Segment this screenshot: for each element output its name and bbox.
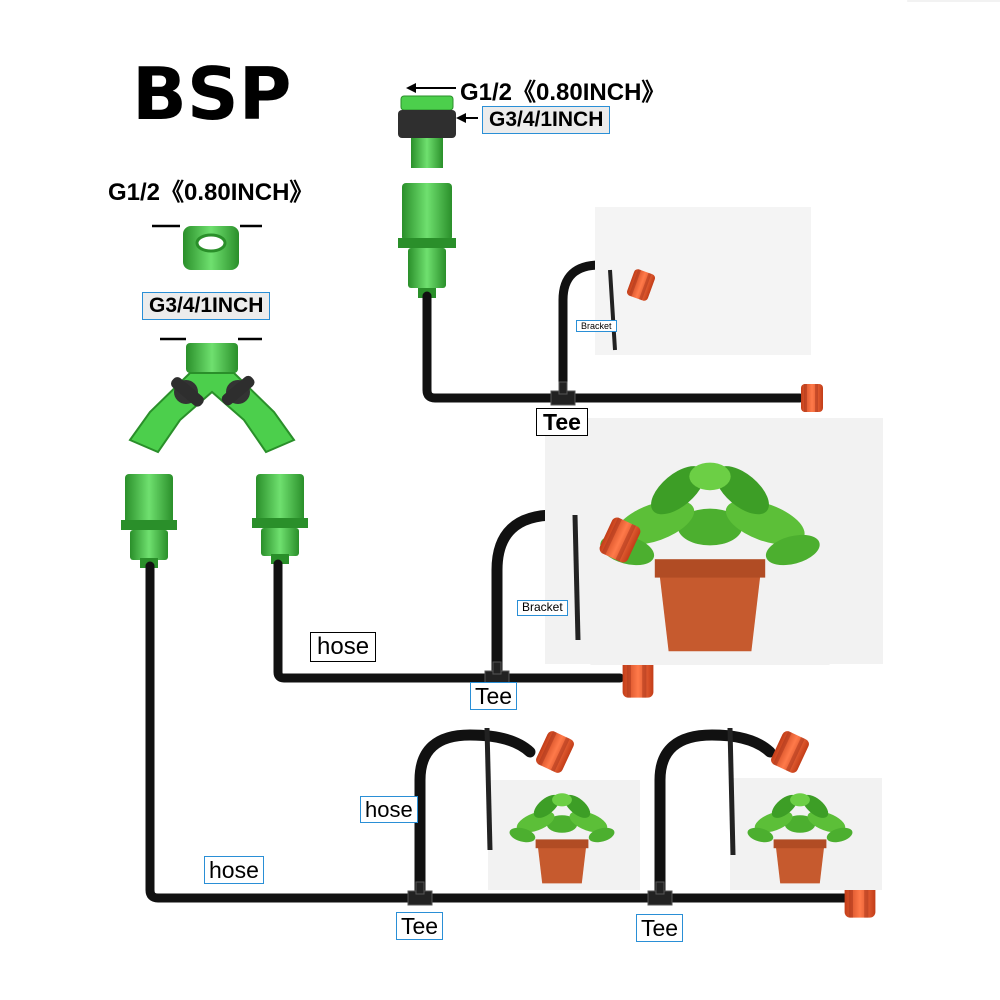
title: BSP bbox=[132, 52, 292, 136]
bottom-plant-image-2 bbox=[730, 778, 882, 890]
hose-label-bottom-main: hose bbox=[204, 856, 264, 885]
top-hose bbox=[422, 291, 805, 403]
hose-label-middle: hose bbox=[310, 632, 377, 662]
top-bracket-stake bbox=[608, 269, 617, 351]
left-connector-2 bbox=[252, 474, 308, 564]
bottom-branch-hose-1 bbox=[414, 729, 536, 898]
left-connector-1 bbox=[121, 474, 177, 568]
bottom-bracket-stake-2 bbox=[727, 727, 736, 856]
top-outer-thread-label: G3/4/1INCH bbox=[482, 106, 611, 134]
top-inner-thread-label: G1/2《0.80INCH》 bbox=[460, 79, 666, 106]
top-hose-connector bbox=[398, 183, 456, 298]
top-plant-image bbox=[595, 0, 1000, 355]
bottom-tee-fitting-2 bbox=[647, 881, 673, 906]
bracket-label-top: Bracket bbox=[576, 320, 617, 333]
female-adapter bbox=[183, 226, 239, 270]
bottom-tee-fitting-1 bbox=[407, 881, 433, 906]
left-outer-thread-label: G3/4/1INCH bbox=[142, 292, 271, 320]
top-outer-arrowhead bbox=[456, 113, 466, 123]
left-inner-thread-label: G1/2《0.80INCH》 bbox=[108, 179, 314, 206]
top-inner-arrowhead bbox=[406, 83, 416, 93]
tee-label-bottom-2: Tee bbox=[636, 914, 684, 943]
tee-label-middle: Tee bbox=[470, 682, 518, 711]
tee-label-bottom-1: Tee bbox=[396, 912, 444, 941]
bottom-bracket-stake-1 bbox=[484, 727, 493, 851]
top-end-dripper bbox=[801, 384, 823, 412]
bottom-hose bbox=[145, 561, 850, 903]
bracket-label-middle: Bracket bbox=[517, 600, 568, 616]
bottom-dripper-1 bbox=[534, 729, 576, 775]
y-splitter bbox=[128, 343, 296, 454]
top-tee-fitting bbox=[550, 381, 576, 406]
tee-label-top: Tee bbox=[536, 408, 588, 437]
bottom-branch-hose-2 bbox=[654, 729, 776, 898]
hose-label-bottom-branch: hose bbox=[360, 796, 418, 824]
middle-plant-image bbox=[545, 418, 883, 665]
top-tap-adapter bbox=[398, 95, 456, 168]
middle-bracket-stake bbox=[572, 514, 581, 641]
bottom-dripper-2 bbox=[769, 729, 811, 775]
middle-hose bbox=[273, 559, 625, 683]
bottom-plant-image-1 bbox=[488, 780, 640, 890]
